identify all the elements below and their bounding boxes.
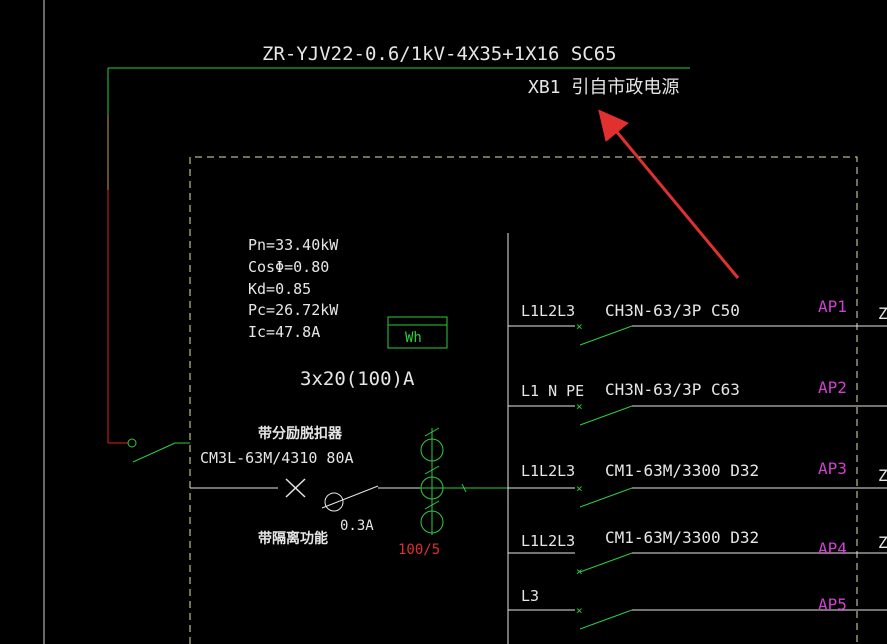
param-pn: Pn=33.40kW bbox=[248, 236, 339, 254]
annotation-arrow bbox=[598, 109, 740, 279]
circuit-row: × L1L2L3 CM1-63M/3300 D32 AP4 Z bbox=[508, 528, 887, 578]
panel-label: AP4 bbox=[818, 539, 847, 558]
param-ic: Ic=47.8A bbox=[248, 323, 320, 341]
circuit-tail: Z bbox=[878, 466, 887, 485]
panel-label: AP1 bbox=[818, 297, 847, 316]
circuit-phases: L1L2L3 bbox=[521, 302, 575, 320]
circuit-phases: L1L2L3 bbox=[521, 532, 575, 550]
circuit-breaker-model: CH3N-63/3P C50 bbox=[605, 301, 740, 320]
leakage-rating: 0.3A bbox=[340, 518, 374, 534]
circuit-row: × L1L2L3 CM1-63M/3300 D32 AP3 Z bbox=[508, 459, 887, 508]
incoming-cable bbox=[107, 67, 690, 444]
circuit-breaker-model: CM1-63M/3300 D32 bbox=[605, 528, 759, 547]
circuit-breaker-model: CH3N-63/3P C63 bbox=[605, 380, 740, 399]
source-label-text: XB1 引自市政电源 bbox=[528, 77, 679, 98]
param-kd: Kd=0.85 bbox=[248, 280, 311, 298]
svg-text:×: × bbox=[576, 565, 583, 578]
enclosure-boundary bbox=[189, 156, 858, 644]
meter-label: Wh bbox=[405, 330, 422, 346]
incoming-isolator bbox=[127, 438, 190, 463]
svg-text:×: × bbox=[576, 400, 583, 413]
current-transformers bbox=[420, 427, 508, 535]
panel-label: AP5 bbox=[818, 595, 847, 614]
svg-text:×: × bbox=[576, 320, 583, 333]
circuit-row: × L1 N PE CH3N-63/3P C63 AP2 bbox=[508, 378, 887, 426]
circuit-row: × L1L2L3 CH3N-63/3P C50 AP1 Z bbox=[508, 297, 887, 346]
load-parameters: Pn=33.40kW CosΦ=0.80 Kd=0.85 Pc=26.72kW … bbox=[248, 236, 339, 341]
cable-spec-text: ZR-YJV22-0.6/1kV-4X35+1X16 SC65 bbox=[262, 43, 617, 65]
main-breaker bbox=[190, 478, 420, 512]
param-pc: Pc=26.72kW bbox=[248, 301, 339, 319]
shunt-trip-note: 带分励脱扣器 bbox=[258, 425, 343, 442]
isolation-note: 带隔离功能 bbox=[258, 530, 328, 547]
circuit-phases: L1L2L3 bbox=[521, 462, 575, 480]
ct-ratio-text: 100/5 bbox=[398, 542, 440, 558]
panel-label: AP3 bbox=[818, 459, 847, 478]
main-breaker-model: CM3L-63M/4310 80A bbox=[200, 449, 354, 467]
panel-label: AP2 bbox=[818, 378, 847, 397]
circuit-row: × L3 AP5 bbox=[508, 587, 887, 630]
circuit-phases: L1 N PE bbox=[521, 382, 584, 400]
param-cos: CosΦ=0.80 bbox=[248, 258, 329, 276]
circuit-tail: Z bbox=[878, 533, 887, 552]
circuit-phases: L3 bbox=[521, 587, 539, 605]
svg-text:×: × bbox=[576, 604, 583, 617]
circuit-tail: Z bbox=[878, 304, 887, 323]
energy-meter: Wh bbox=[387, 316, 448, 349]
svg-text:×: × bbox=[576, 482, 583, 495]
meter-rating-text: 3x20(100)A bbox=[300, 368, 415, 390]
circuit-breaker-model: CM1-63M/3300 D32 bbox=[605, 461, 759, 480]
